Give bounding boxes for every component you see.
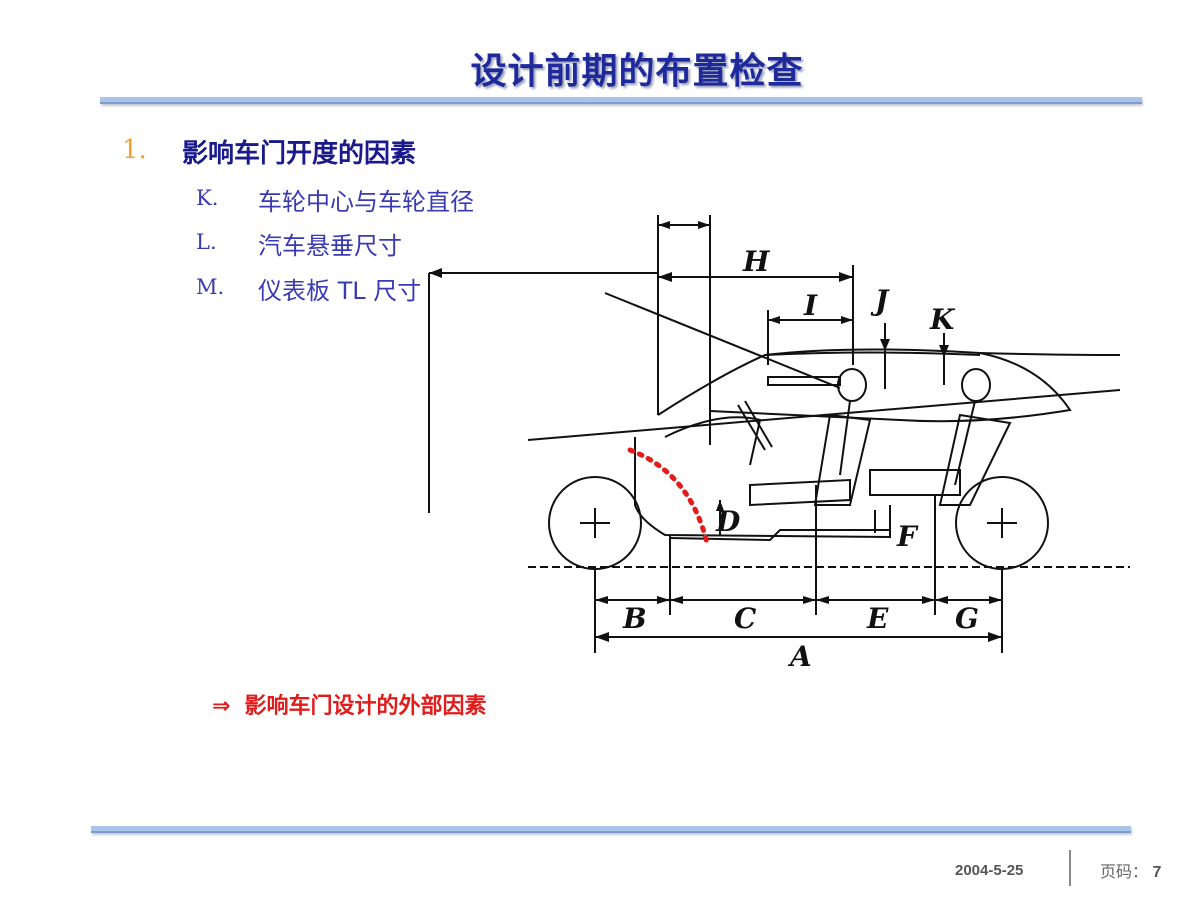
footer-rule xyxy=(91,826,1131,833)
dim-label-g: G xyxy=(955,602,979,635)
double-arrow-icon: ⇒ xyxy=(212,694,231,719)
footer-date: 2004-5-25 xyxy=(955,862,1024,879)
dim-label-d: D xyxy=(715,505,741,538)
dim-label-e: E xyxy=(866,602,889,635)
note-external-factors: ⇒ 影响车门设计的外部因素 xyxy=(212,688,486,720)
dim-label-f: F xyxy=(896,520,919,553)
footer-divider xyxy=(1069,850,1071,886)
footer-page: 页码： 7 xyxy=(1100,858,1161,882)
door-swing-arc xyxy=(627,447,710,546)
item-label-m: M. xyxy=(196,275,225,299)
item-text-k: 车轮中心与车轮直径 xyxy=(258,188,474,216)
note-text: 影响车门设计的外部因素 xyxy=(244,694,487,719)
dim-label-i: I xyxy=(803,289,818,322)
vehicle-layout-diagram: H I J K D F B C E G A xyxy=(428,215,1130,673)
heading-number: 1. xyxy=(122,135,147,165)
title-underline xyxy=(100,97,1142,104)
dim-label-c: C xyxy=(734,602,757,635)
dim-label-k: K xyxy=(929,303,956,336)
item-text-m: 仪表板 TL 尺寸 xyxy=(258,277,422,305)
page-number: 7 xyxy=(1152,864,1162,881)
item-label-k: K. xyxy=(196,186,219,210)
heading-text: 影响车门开度的因素 xyxy=(182,139,417,169)
dim-label-a: A xyxy=(787,640,812,673)
slide-title: 设计前期的布置检查 xyxy=(470,51,804,92)
dim-label-h: H xyxy=(742,245,771,278)
item-text-l: 汽车悬垂尺寸 xyxy=(258,232,402,260)
item-label-l: L. xyxy=(196,230,217,254)
dim-label-j: J xyxy=(870,284,890,317)
dim-label-b: B xyxy=(622,602,647,635)
page-label: 页码： xyxy=(1100,864,1149,881)
